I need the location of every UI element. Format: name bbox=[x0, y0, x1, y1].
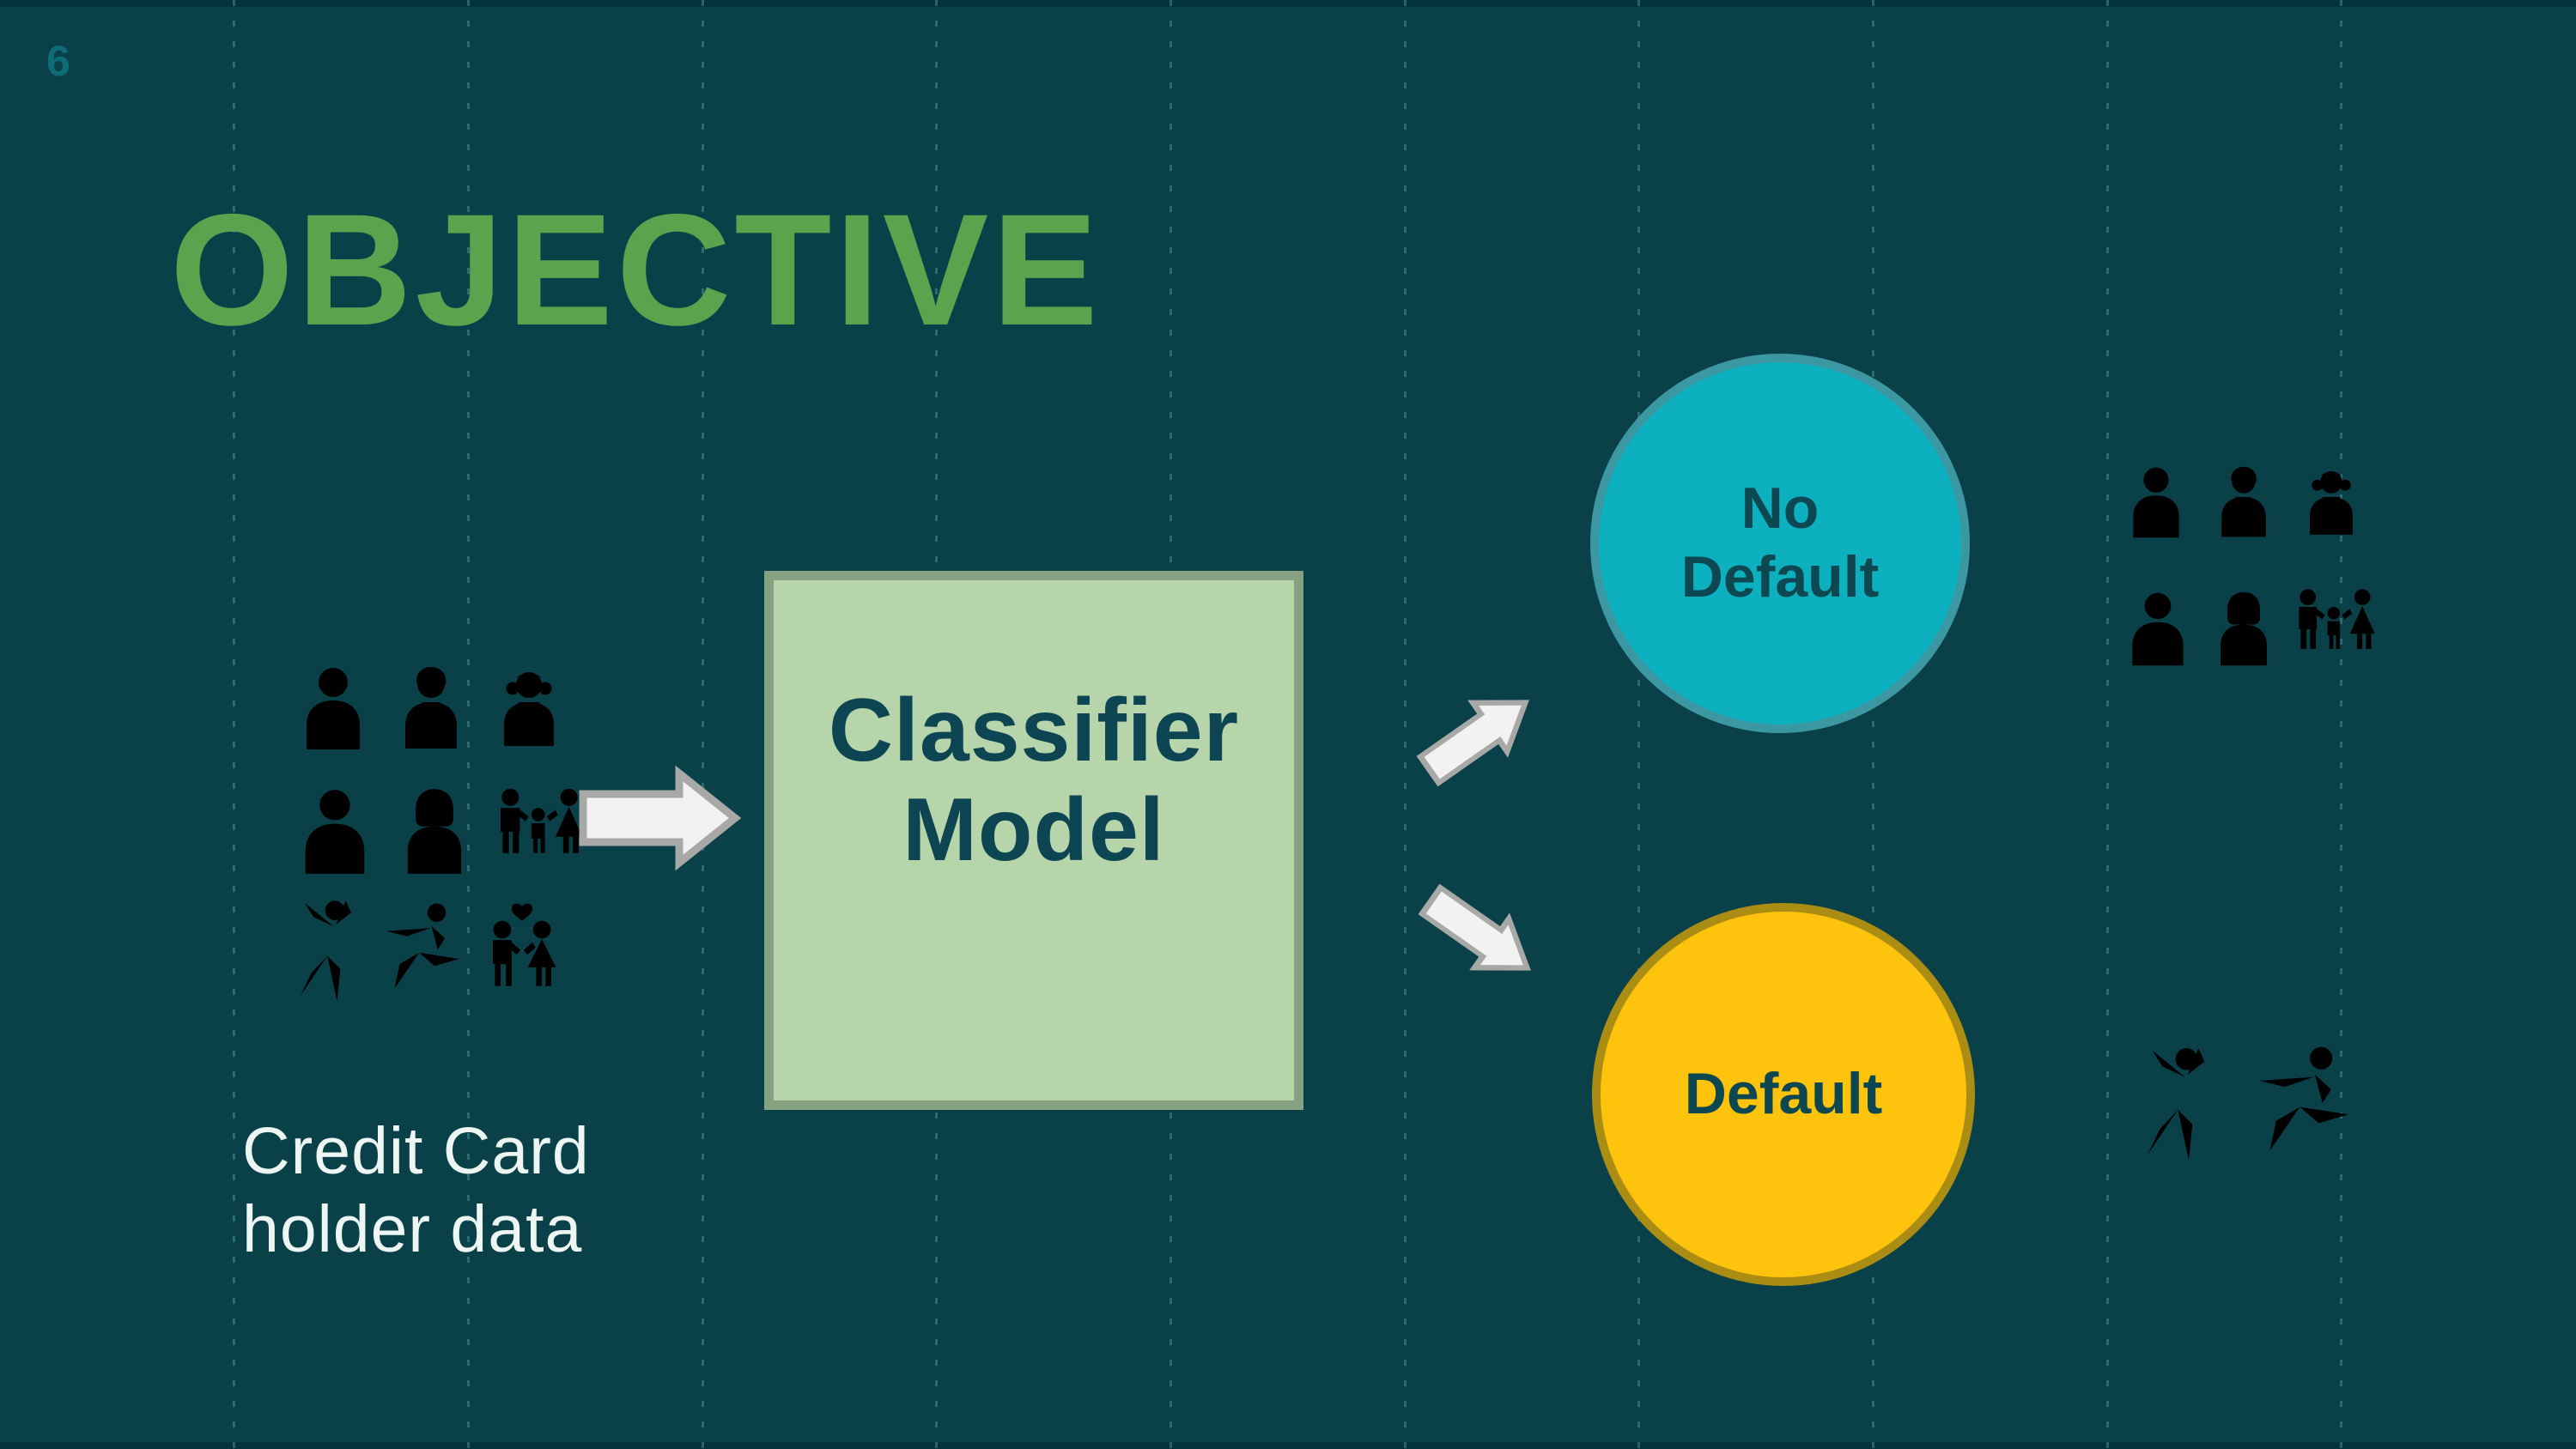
dancer-icon bbox=[290, 900, 362, 1008]
grid-dotted-line bbox=[467, 0, 470, 1449]
classifier-model-box: Classifier Model bbox=[764, 571, 1303, 1110]
caption-line-2: holder data bbox=[242, 1191, 583, 1266]
woman-bob-bust-icon bbox=[390, 783, 479, 879]
credit-card-holder-caption: Credit Card holder data bbox=[242, 1113, 590, 1269]
top-edge-strip bbox=[0, 0, 2576, 7]
man-hair-bust-icon bbox=[290, 783, 380, 879]
arrow-right-icon bbox=[574, 761, 742, 875]
man-bust-icon bbox=[290, 663, 376, 754]
woman-bust-icon bbox=[2207, 458, 2281, 546]
grid-dotted-line bbox=[702, 0, 704, 1449]
dancer-icon bbox=[2138, 1040, 2215, 1174]
classifier-model-label-line-1: Classifier bbox=[828, 680, 1240, 780]
family-icon bbox=[2291, 584, 2380, 673]
woman-bob-bust-icon bbox=[2205, 584, 2282, 673]
default-label: Default bbox=[1684, 1061, 1883, 1127]
man-bust-icon bbox=[2119, 458, 2193, 546]
couple-heart-icon bbox=[474, 900, 570, 1008]
runner-icon bbox=[2241, 1040, 2356, 1176]
grid-dotted-line bbox=[233, 0, 235, 1449]
bottom-edge-strip bbox=[0, 1442, 2576, 1449]
grid-dotted-line bbox=[1637, 0, 1640, 1449]
girl-bust-icon bbox=[486, 663, 572, 754]
girl-bust-icon bbox=[2294, 458, 2368, 546]
no-default-icon-group bbox=[2119, 458, 2380, 673]
grid-dotted-line bbox=[2106, 0, 2109, 1449]
no-default-circle: No Default bbox=[1590, 354, 1970, 733]
credit-card-holder-icon-group bbox=[290, 663, 591, 1008]
arrow-down-right-icon bbox=[1404, 866, 1552, 1002]
default-circle: Default bbox=[1592, 903, 1975, 1286]
grid-dotted-line bbox=[1872, 0, 1874, 1449]
caption-line-1: Credit Card bbox=[242, 1114, 590, 1188]
woman-bust-icon bbox=[388, 663, 474, 754]
default-icon-group bbox=[2138, 1040, 2356, 1176]
grid-dotted-line bbox=[1404, 0, 1406, 1449]
classifier-model-label-line-2: Model bbox=[902, 780, 1165, 880]
grid-dotted-line bbox=[2340, 0, 2342, 1449]
page-number: 6 bbox=[46, 37, 70, 85]
runner-icon bbox=[371, 900, 465, 1008]
no-default-label-line-1: No bbox=[1741, 476, 1820, 542]
arrow-up-right-icon bbox=[1402, 669, 1551, 804]
no-default-label-line-2: Default bbox=[1680, 544, 1880, 609]
slide-title: OBJECTIVE bbox=[170, 182, 1102, 359]
man-hair-bust-icon bbox=[2119, 584, 2196, 673]
